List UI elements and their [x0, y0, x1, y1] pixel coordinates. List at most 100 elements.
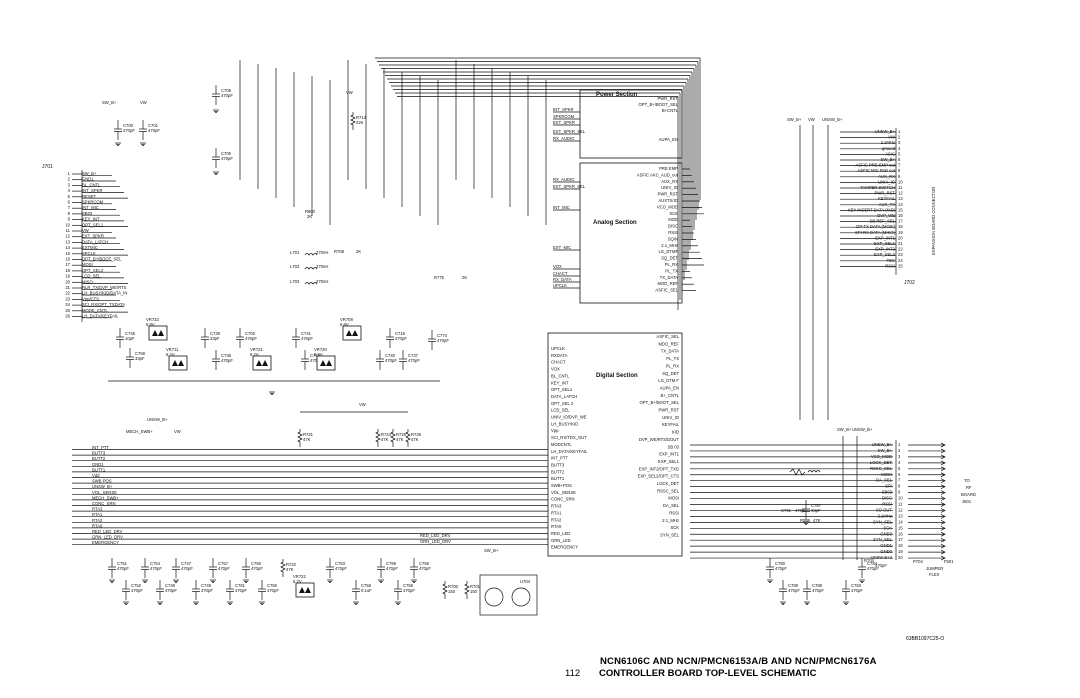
cap-ref: C755 — [403, 583, 414, 588]
lower-left-net: BUTT1 — [92, 467, 106, 472]
digital-pin-left: OPT_SEL1 — [551, 387, 573, 392]
digital-pin-left: CHACT — [551, 360, 566, 365]
resistor-zigzag — [405, 429, 411, 447]
j702-pin: DVP_WE — [877, 213, 895, 218]
zener-box — [342, 325, 362, 341]
ground-symbol — [193, 601, 199, 605]
zener-value: 6.2V — [166, 352, 175, 357]
zener-box — [316, 355, 336, 371]
j702-pin-number: 14 — [898, 202, 903, 207]
ground-symbol — [395, 601, 401, 605]
diode — [352, 330, 358, 336]
j701-pin: OPT_SEL2 — [82, 268, 104, 273]
ground-symbol — [780, 601, 786, 605]
j501-pin: SW_B+ — [878, 448, 893, 453]
j501-pin: GND1 — [880, 543, 892, 548]
resistor-ref: R728 — [411, 432, 422, 437]
power-pin-right: PWR_RST — [658, 96, 679, 101]
j501-pin-number: 6 — [898, 472, 901, 477]
cap-value: 470pF — [386, 566, 398, 571]
resistor-zigzag — [464, 581, 470, 599]
j702-pin: EXP_SEL2 — [874, 252, 896, 257]
inductor-ref: L702 — [290, 264, 300, 269]
cap-ref: C705 — [221, 88, 232, 93]
digital-pin-right: SYN_SEL — [660, 532, 680, 537]
j702-pin: EXP_INT2 — [875, 247, 895, 252]
cap-value: 10pF — [125, 336, 135, 341]
j701-pin: OPT_SEL1 — [82, 222, 104, 227]
j702-pin: EXP_INT1 — [875, 235, 895, 240]
j701-pin: DATA_LATCH — [82, 239, 108, 244]
cap-ref: C745 — [125, 331, 136, 336]
digital-section-title: Digital Section — [596, 373, 638, 379]
digital-pin-left: RTA1 — [551, 510, 562, 515]
digital-pin-left: LH_DATA/KEYFAIL — [551, 449, 588, 454]
diode — [262, 360, 268, 366]
j701-pin-number: 1 — [68, 171, 71, 176]
j501-pin-number: 18 — [898, 543, 903, 548]
j702-pin: KEYFAIL — [878, 196, 896, 201]
cap-ref: C788 — [812, 583, 823, 588]
zener-box — [295, 582, 315, 598]
digital-pin-right: EXP_INT2/OPT_TXD — [639, 466, 679, 471]
j701-pin: KEY_INT — [82, 217, 100, 222]
resistor-ref: R775 — [434, 275, 445, 280]
j702-pin: KEY INSERT DATA (KID) — [848, 207, 896, 212]
j501-pin: SYN_SEL — [873, 537, 893, 542]
j501-pin-number: 5 — [898, 466, 901, 471]
analog-pin-right: PRE EMP — [659, 166, 678, 171]
digital-pin-right: LG_DTM F — [658, 378, 679, 383]
ground-symbol — [767, 579, 773, 583]
supply-vw-1: VW — [140, 100, 147, 105]
lower-supply-1: UNSW_B+ — [147, 417, 168, 422]
lower-left-net: MECH_SWB+ — [92, 495, 119, 500]
cap-ref: C787 — [811, 503, 822, 508]
cap-ref: C757 — [218, 561, 229, 566]
ground-symbol — [269, 391, 275, 395]
cap-ref: C759 — [386, 561, 397, 566]
digital-pin-right: EXP_SEL2/OPT_CTS — [638, 474, 680, 479]
cap-value: 470pF — [788, 588, 800, 593]
digital-pin-right: ASFIC_SEL — [656, 334, 679, 339]
cap-value: 470pF — [221, 93, 233, 98]
j701-pin: LH_BUSY/KID/DATA_IN — [82, 291, 127, 296]
digital-pin-right: PWR_RST — [659, 408, 680, 413]
j501-pin: SCK — [883, 525, 892, 530]
j702-pin: TAMPER SWITCH — [860, 185, 895, 190]
analog-pin-right: AUXTX/IO — [658, 198, 678, 203]
cap-ref: C736 — [221, 353, 232, 358]
j701-pin-number: 23 — [65, 296, 70, 301]
cap-ref: C740 — [385, 353, 396, 358]
digital-pin-right: EXP_INT1 — [659, 452, 679, 457]
analog-pin-left: RX_DATA — [553, 277, 572, 282]
j702-pin-number: 16 — [898, 213, 903, 218]
zener-value: 6.2V — [314, 352, 323, 357]
digital-left-pins: UPCLKRXDATACHACTVOXBL_CNTLKEY_INTOPT_SEL… — [551, 346, 588, 550]
inductor-value: 270nH — [316, 264, 328, 269]
j701-pin: EXT_SPKR — [82, 234, 104, 239]
j701-pin: MODE_CNTL — [82, 308, 108, 313]
j701-pin-number: 24 — [65, 302, 70, 307]
cap-ref: C784 — [867, 561, 878, 566]
digital-pin-right: 2.1_MHz — [662, 518, 679, 523]
digital-pin-left: OPT_SEL 2 — [551, 401, 574, 406]
digital-pin-left: Vpp — [551, 428, 559, 433]
resistor-ref: R586 — [800, 518, 811, 523]
